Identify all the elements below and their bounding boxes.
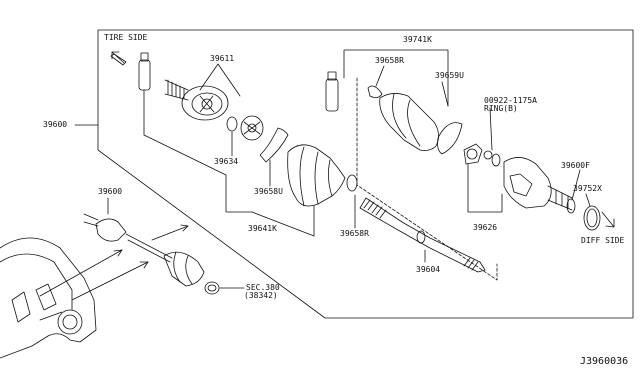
- dashed-guide: [356, 77, 498, 281]
- snap-ring-00922: [491, 153, 501, 167]
- diff-side-arrow: [601, 211, 615, 228]
- part-39611: 39611: [210, 54, 235, 63]
- tire-side-label: TIRE SIDE: [104, 33, 148, 42]
- inner-cage: [240, 115, 264, 141]
- vehicle-silhouette: [0, 237, 97, 359]
- part-00922-1175a: 00922-1175A: [484, 96, 537, 105]
- part-39659u: 39659U: [435, 71, 464, 80]
- part-39658r-top: 39658R: [375, 56, 404, 65]
- circlip-39752x: [583, 205, 601, 231]
- part-39752x: 39752X: [573, 184, 602, 193]
- part-39600-main: 39600: [43, 120, 68, 129]
- boot-inner: [379, 93, 439, 151]
- part-39658r-bottom: 39658R: [340, 229, 369, 238]
- grease-tube-left: [138, 52, 151, 129]
- pointer-arrows: [39, 224, 189, 301]
- frame-outline: [97, 29, 634, 319]
- diff-side-label: DIFF SIDE: [581, 236, 625, 245]
- boot-band-39659u: [437, 122, 463, 155]
- part-39634: 39634: [214, 157, 239, 166]
- snap-ring-39634: [226, 116, 238, 132]
- tripod-spider: [463, 143, 493, 165]
- part-39641k: 39641K: [248, 224, 277, 233]
- part-39600-small: 39600: [98, 187, 123, 196]
- overall-shaft-small: [83, 197, 245, 295]
- tire-side-arrow: [110, 51, 127, 66]
- grease-tube-right: [325, 71, 339, 112]
- outer-joint-shaft: [164, 79, 229, 121]
- section-ref-line2: (38342): [244, 291, 278, 300]
- part-39741k: 39741K: [403, 35, 432, 44]
- small-band-top: [367, 85, 383, 98]
- leader-lines: [143, 49, 591, 263]
- snap-ring-39600f: [566, 198, 576, 214]
- part-39600f: 39600F: [561, 161, 590, 170]
- boot-band-39658u: [259, 127, 289, 163]
- small-band-left: [346, 174, 358, 192]
- inner-joint-housing: [503, 157, 573, 211]
- part-39604: 39604: [416, 265, 441, 274]
- center-shaft-39604: [359, 197, 486, 273]
- section-ref-line1: SEC.380: [246, 283, 280, 292]
- part-39658u: 39658U: [254, 187, 283, 196]
- part-39626: 39626: [473, 223, 498, 232]
- diagram-code: J3960036: [580, 356, 629, 367]
- boot-outer: [287, 144, 346, 207]
- part-ring-b: RING(B): [484, 104, 518, 113]
